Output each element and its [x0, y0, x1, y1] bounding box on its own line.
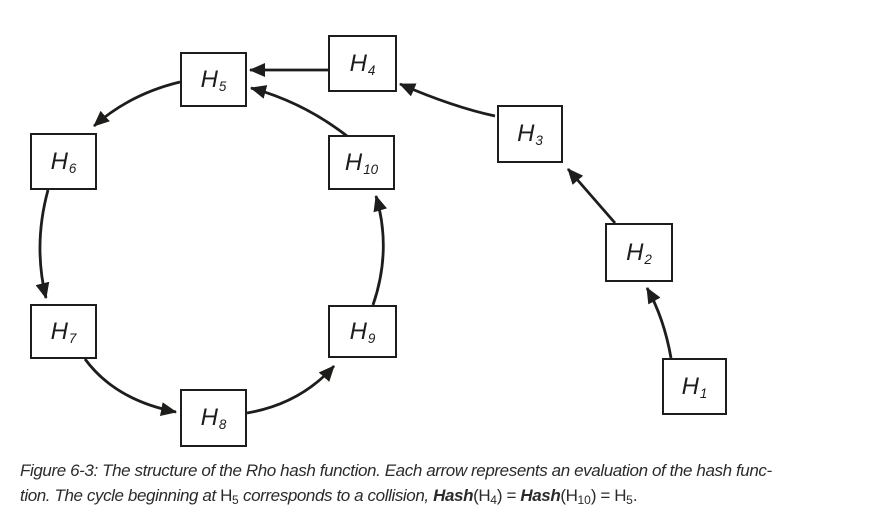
node-label-H1: H1 [681, 372, 708, 401]
node-H2: H2 [605, 223, 673, 282]
node-label-H8: H8 [200, 404, 227, 433]
node-label-H2: H2 [626, 238, 652, 267]
caption-segment: 4 [490, 493, 497, 507]
node-label-H9: H9 [349, 317, 376, 346]
caption-segment: corresponds to a collision, [238, 486, 434, 505]
node-H9: H9 [328, 305, 397, 358]
caption-line-1: Figure 6-3: The structure of the Rho has… [20, 458, 880, 483]
caption-segment: (H [560, 486, 578, 505]
node-H7: H7 [30, 304, 97, 359]
node-label-H3: H3 [517, 120, 543, 149]
arrow-H7-to-H8 [83, 358, 177, 416]
arrow-H10-to-H5 [250, 85, 348, 138]
arrow-H3-to-H4 [399, 82, 496, 118]
node-label-H4: H4 [349, 49, 376, 78]
arrow-H5-to-H6 [93, 80, 181, 128]
caption-segment: Figure 6-3: The structure of the Rho has… [20, 461, 772, 480]
caption-segment: tion. The cycle beginning at [20, 486, 221, 505]
node-H5: H5 [180, 52, 247, 107]
node-H3: H3 [497, 105, 563, 163]
caption-segment: 10 [577, 493, 591, 507]
arrow-H1-to-H2 [645, 287, 673, 359]
caption-segment: 5 [231, 493, 239, 507]
node-label-H7: H7 [50, 317, 77, 346]
caption-line-2: tion. The cycle beginning at H5 correspo… [20, 483, 880, 513]
caption-segment: 5 [626, 493, 633, 507]
caption-segment: Hash [520, 486, 561, 505]
arrow-H9-to-H10 [371, 195, 387, 306]
arrow-H2-to-H3 [566, 168, 617, 224]
caption-segment: . [632, 486, 638, 505]
node-H6: H6 [30, 133, 97, 190]
caption-segment: ) = [496, 486, 521, 505]
diagram-arrows [35, 63, 673, 416]
figure-caption: Figure 6-3: The structure of the Rho has… [20, 458, 880, 513]
caption-segment: H [220, 486, 232, 505]
caption-segment: ) = H [590, 486, 627, 505]
node-label-H5: H5 [200, 65, 227, 94]
node-H10: H10 [328, 135, 395, 190]
caption-segment: (H [473, 486, 491, 505]
node-label-H6: H6 [50, 147, 77, 176]
node-H4: H4 [328, 35, 397, 92]
arrow-H6-to-H7 [35, 189, 50, 299]
node-H1: H1 [662, 358, 727, 415]
caption-segment: Hash [433, 486, 474, 505]
arrow-H8-to-H9 [246, 365, 336, 415]
node-label-H10: H10 [344, 148, 379, 177]
node-H8: H8 [180, 389, 247, 447]
